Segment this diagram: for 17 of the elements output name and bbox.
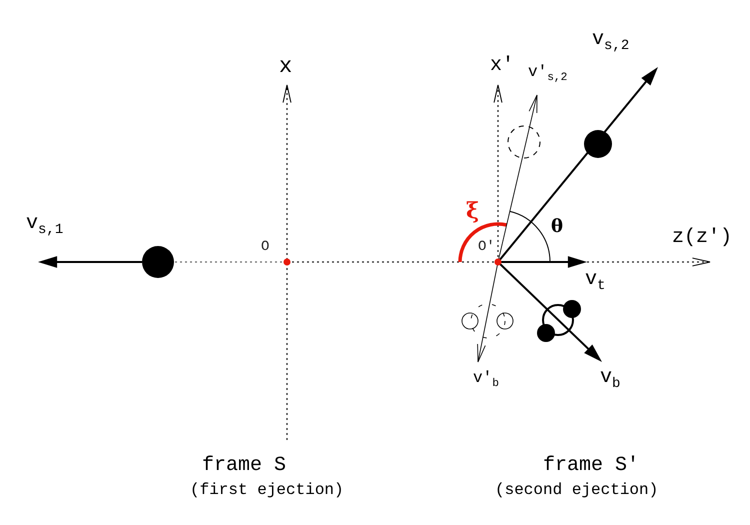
vector-label: v$_{t}$ [585,270,606,293]
vector-label: v$_{s,1}$ [26,214,64,237]
vector-label: v$_{b}$ [600,368,620,391]
axis-label: x′ [490,56,514,76]
frame-subtitle: (first ejection) [190,482,344,498]
origin-label: O [261,240,270,254]
frame-title: frame S′ [543,456,640,476]
angle-label: θ [551,218,564,236]
vector-label: v′$_{b}$ [473,370,499,390]
frame-title: frame S [202,456,286,476]
vector-label: v$_{s,2}$ [592,30,630,53]
angle-label: ξ [466,200,480,222]
vector-label: v′$_{s,2}$ [528,64,568,84]
axis-label: z(z′) [672,228,732,248]
origin-label: O′ [478,240,495,254]
frame-subtitle: (second ejection) [495,482,658,498]
axis-label: x [279,56,292,78]
